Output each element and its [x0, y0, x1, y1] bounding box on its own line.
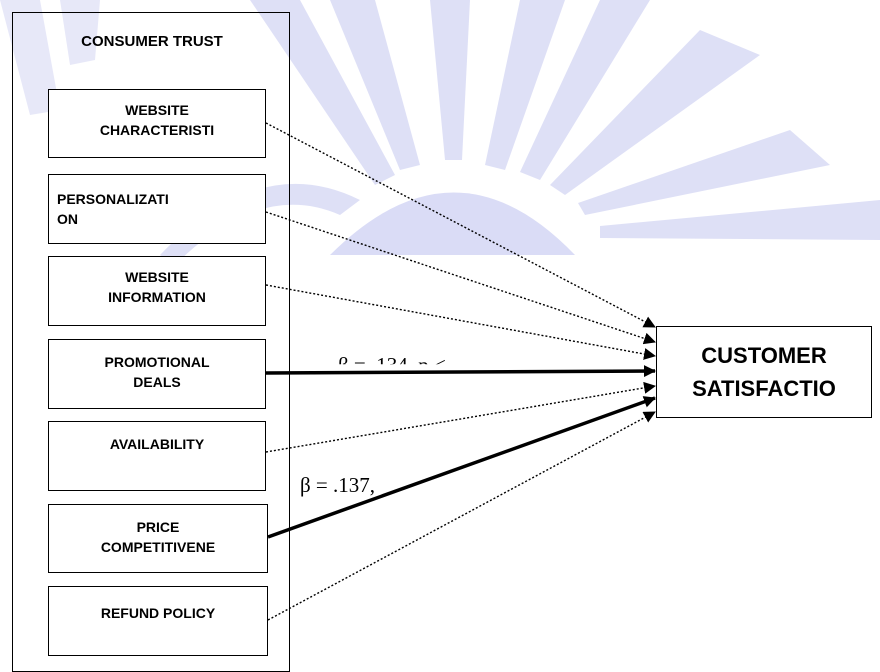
target-line: SATISFACTIO: [692, 376, 836, 401]
factor-refund-policy: REFUND POLICY: [48, 586, 268, 656]
beta-label-promotional: β = .134, p < .: [338, 353, 457, 377]
target-line: CUSTOMER: [701, 343, 827, 368]
factor-promotional-deals: PROMOTIONAL DEALS: [48, 339, 266, 409]
factor-line: WEBSITE: [125, 269, 189, 285]
factor-website-characteristics: WEBSITE CHARACTERISTI: [48, 89, 266, 158]
factor-line: WEBSITE: [125, 102, 189, 118]
beta-label-price: β = .137,: [300, 473, 376, 497]
path-price-competitiveness: [267, 396, 656, 539]
factor-line: AVAILABILITY: [109, 436, 205, 452]
factor-line: REFUND POLICY: [100, 605, 216, 621]
group-title: CONSUMER TRUST: [81, 33, 223, 50]
factor-line: DEALS: [133, 374, 181, 390]
factor-line: ON: [57, 211, 78, 227]
customer-satisfaction-box: CUSTOMER SATISFACTIO: [656, 326, 872, 418]
factor-line: PERSONALIZATI: [57, 191, 169, 207]
path-promotional-deals: [265, 365, 656, 378]
factor-availability: AVAILABILITY: [48, 421, 266, 491]
factor-line: PRICE: [136, 519, 180, 535]
path-availability: [265, 381, 656, 453]
factor-price-competitiveness: PRICE COMPETITIVENE: [48, 504, 268, 573]
factor-website-information: WEBSITE INFORMATION: [48, 256, 266, 326]
factor-line: PROMOTIONAL: [104, 354, 210, 370]
factor-personalization: PERSONALIZATI ON: [48, 174, 266, 244]
path-website-information: [265, 284, 656, 360]
path-personalization: [265, 211, 656, 345]
factor-line: INFORMATION: [108, 289, 206, 305]
path-website-characteristics: [265, 122, 656, 328]
path-refund-policy: [267, 411, 656, 621]
factor-line: COMPETITIVENE: [100, 539, 216, 555]
factor-line: CHARACTERISTI: [99, 122, 215, 138]
